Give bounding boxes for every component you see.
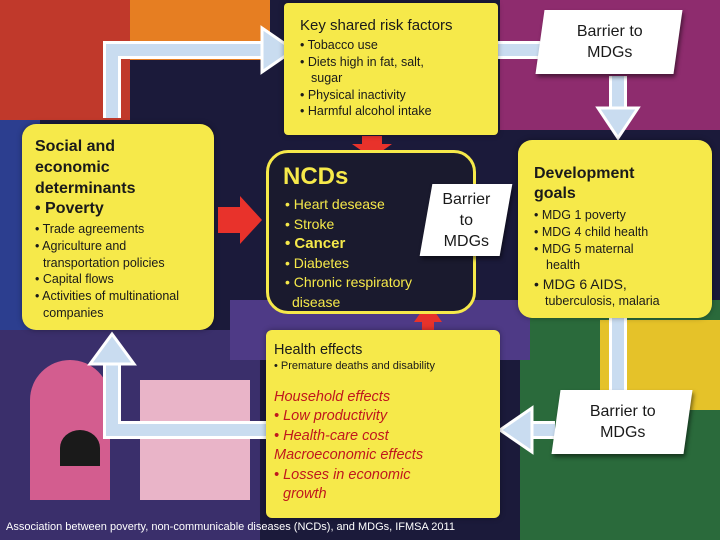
social-determinants-panel: Social and economic determinants • Pover… xyxy=(22,124,214,330)
list-item: • Physical inactivity xyxy=(300,87,406,102)
risk-factors-list: • Tobacco use • Diets high in fat, salt,… xyxy=(300,37,432,120)
development-title: Development goals xyxy=(534,165,635,202)
health-title: Health effects xyxy=(274,342,363,358)
poverty-label: • Poverty xyxy=(35,200,104,217)
red-arrow-right xyxy=(218,196,262,244)
list-item: • MDG 6 AIDS, xyxy=(534,276,627,293)
barrier-top-line2: MDGs xyxy=(587,44,633,61)
development-list: • MDG 1 poverty • MDG 4 child health • M… xyxy=(534,207,660,310)
list-item: tuberculosis, malaria xyxy=(545,293,660,308)
list-item: • MDG 1 poverty xyxy=(534,208,626,222)
health-effects-panel: Health effects • Premature deaths and di… xyxy=(266,330,500,518)
list-item: • Harmful alcohol intake xyxy=(300,104,432,119)
ncds-list: • Heart desease • Stroke • Cancer • Diab… xyxy=(285,195,412,312)
list-item: • Diabetes xyxy=(285,254,350,271)
social-title: Social and economic determinants xyxy=(35,138,136,197)
barrier-bottom-line1: Barrier to xyxy=(589,403,656,420)
list-item: Macroeconomic effects xyxy=(274,447,424,464)
list-item: • MDG 5 maternal xyxy=(534,241,634,256)
list-item: • Heart desease xyxy=(285,196,385,212)
list-item: health xyxy=(546,258,581,273)
risk-factors-title: Key shared risk factors xyxy=(300,17,453,34)
barrier-bottom-box: Barrier to MDGs xyxy=(551,390,693,454)
barrier-top-line1: Barrier to xyxy=(576,23,643,40)
barrier-ncds-box: Barrier to MDGs xyxy=(419,184,513,256)
list-item: • Cancer xyxy=(285,235,346,252)
list-item: • Activities of multinational xyxy=(35,289,180,304)
list-item: • Health-care cost xyxy=(274,427,389,444)
list-item: • Diets high in fat, salt, xyxy=(300,54,424,69)
list-item: growth xyxy=(283,486,327,503)
list-item: • Stroke xyxy=(285,215,335,232)
arrow-to-development-goals xyxy=(595,106,641,141)
arrow-to-social-determinants xyxy=(87,331,137,366)
list-item: • Trade agreements xyxy=(35,222,145,236)
health-list: Household effects • Low productivity • H… xyxy=(274,388,423,504)
risk-factors-panel: Key shared risk factors • Tobacco use • … xyxy=(284,3,498,135)
arrow-to-health-effects xyxy=(497,405,534,455)
list-item: • Losses in economic xyxy=(274,466,411,483)
list-item: sugar xyxy=(311,71,343,86)
caption: Association between poverty, non-communi… xyxy=(6,521,455,533)
ncds-title: NCDs xyxy=(283,163,349,190)
list-item: Household effects xyxy=(274,389,391,405)
list-item: • Agriculture and xyxy=(35,238,127,253)
list-item: disease xyxy=(292,293,341,310)
red-arrow-down xyxy=(352,136,392,158)
barrier-top-box: Barrier to MDGs xyxy=(535,10,683,74)
list-item: companies xyxy=(43,305,104,320)
development-goals-panel: Development goals • MDG 1 poverty • MDG … xyxy=(518,140,712,318)
health-subtitle: • Premature deaths and disability xyxy=(274,360,435,372)
barrier-bottom-line2: MDGs xyxy=(600,424,646,441)
social-list: • Trade agreements • Agriculture and tra… xyxy=(35,221,179,322)
list-item: • Tobacco use xyxy=(300,38,378,52)
list-item: • Chronic respiratory xyxy=(285,274,413,290)
list-item: • Low productivity xyxy=(274,408,388,425)
list-item: transportation policies xyxy=(43,255,165,270)
list-item: • MDG 4 child health xyxy=(534,224,649,239)
arrow-to-risk-factors xyxy=(260,25,297,75)
list-item: • Capital flows xyxy=(35,272,114,287)
